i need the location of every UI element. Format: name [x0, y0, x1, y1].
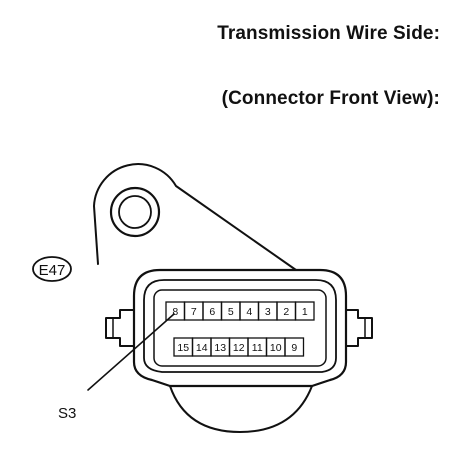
pin-cell	[294, 301, 315, 321]
pointer-line	[87, 313, 175, 391]
pin-number: 15	[177, 342, 189, 354]
diagram-title: Transmission Wire Side:	[217, 23, 440, 44]
pin-number: 1	[302, 306, 308, 318]
pin-number: 13	[214, 342, 226, 354]
pin-number: 14	[196, 342, 208, 354]
connector-housing	[132, 268, 348, 388]
pin-number: 8	[172, 306, 178, 318]
diagram-subtitle: (Connector Front View):	[221, 88, 440, 109]
pointer-label: S3	[58, 405, 76, 422]
pin-row-bottom: 15 14 13 12 11 10 9	[173, 337, 305, 357]
pin-number: 6	[209, 306, 215, 318]
pin-number: 3	[265, 306, 271, 318]
pin-number: 12	[233, 342, 245, 354]
bolt-hole-outer	[109, 186, 161, 238]
pin-cell	[284, 337, 305, 357]
connector-code: E47	[39, 262, 66, 279]
pin-number: 11	[252, 342, 263, 354]
pin-number: 5	[228, 306, 234, 318]
pin-number: 7	[191, 306, 197, 318]
mounting-flange	[93, 163, 297, 271]
sensor-body	[169, 385, 313, 433]
bolt-hole-inner	[118, 195, 152, 229]
right-latch	[345, 309, 373, 347]
pin-number: 9	[291, 342, 297, 354]
connector-code-badge: E47	[32, 256, 72, 282]
left-latch	[105, 309, 135, 347]
pin-number: 4	[246, 306, 252, 318]
pin-number: 10	[270, 342, 282, 354]
pin-number: 2	[283, 306, 289, 318]
